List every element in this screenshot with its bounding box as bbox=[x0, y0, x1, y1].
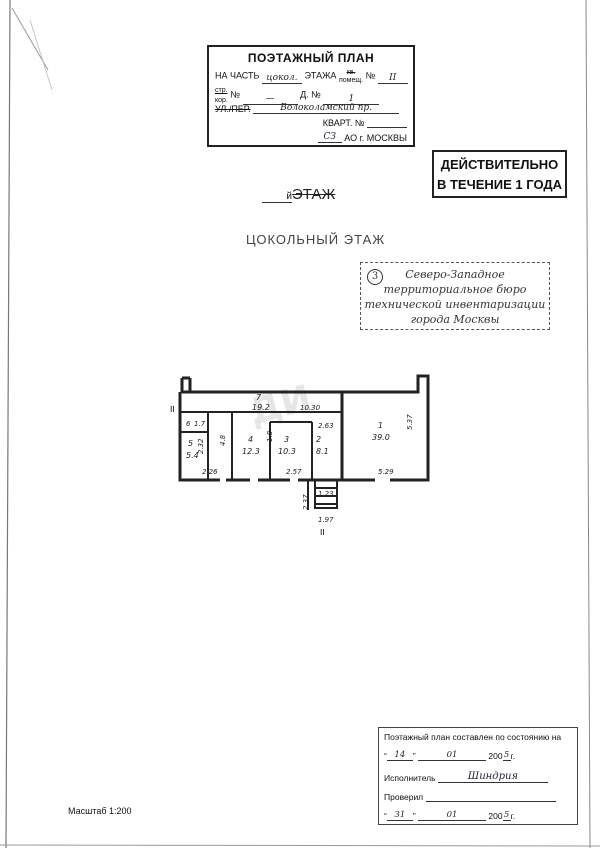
street-label: УЛ./ПЕР. bbox=[215, 104, 251, 114]
part-value: цокол. bbox=[261, 73, 302, 84]
room-5-num: 5 bbox=[188, 439, 193, 448]
dim-4-8: 4.8 bbox=[219, 434, 227, 446]
check-date-day: 31 bbox=[386, 810, 413, 821]
executor-label: Исполнитель bbox=[384, 773, 436, 783]
room-1-area: 39.0 bbox=[372, 433, 390, 442]
survey-info-box: Поэтажный план составлен по состоянию на… bbox=[378, 727, 578, 825]
survey-date-month: 01 bbox=[418, 750, 487, 761]
section-mark-bottom: II bbox=[320, 528, 325, 537]
executor-signature: Шиндрия bbox=[437, 772, 548, 783]
room-7-area: 19.2 bbox=[252, 403, 270, 412]
checked-label: Проверил bbox=[384, 792, 424, 802]
header-row-district: СЗ АО г. МОСКВЫ bbox=[215, 132, 407, 143]
check-date-row: “31” 01 2005г. bbox=[384, 810, 516, 821]
room-7-num: 7 bbox=[256, 393, 262, 402]
room-6-num: 6 bbox=[186, 420, 191, 428]
floor-plan-drawing: ДИ II bbox=[170, 374, 430, 537]
kv-pomesch-stack: кв. помещ. bbox=[339, 68, 363, 84]
header-row-street: УЛ./ПЕР. Волоколамский пр. bbox=[215, 103, 407, 114]
stamp-line-2: территориальное бюро bbox=[383, 283, 527, 296]
header-row-part: НА ЧАСТЬ цокол. ЭТАЖА кв. помещ. № II bbox=[215, 68, 408, 84]
floor-subtitle: ЦОКОЛЬНЫЙ ЭТАЖ bbox=[246, 232, 386, 247]
check-date-month: 01 bbox=[418, 810, 487, 821]
dim-5-29: 5.29 bbox=[378, 468, 394, 476]
room-4-num: 4 bbox=[248, 435, 253, 444]
section-mark-left: II bbox=[170, 405, 175, 414]
header-row-house: стр. кор. № — Д. № 1 bbox=[215, 85, 407, 105]
dim-2-63: 2.63 bbox=[318, 422, 334, 430]
room-3-num: 3 bbox=[284, 435, 289, 444]
scale-label: Масштаб 1:200 bbox=[68, 806, 132, 816]
check-date-year-prefix: 200 bbox=[488, 811, 503, 821]
survey-date-year-abbr: г. bbox=[510, 751, 516, 761]
floor-plan-header: ПОЭТАЖНЫЙ ПЛАН НА ЧАСТЬ цокол. ЭТАЖА кв.… bbox=[207, 45, 415, 147]
room-4-area: 12.3 bbox=[242, 447, 260, 456]
checked-signature-line bbox=[425, 801, 556, 802]
room-1-num: 1 bbox=[378, 421, 383, 430]
floor-title: йЭТАЖ bbox=[262, 186, 335, 203]
survey-date-year-prefix: 200 bbox=[488, 751, 503, 761]
stamp-number: 3 bbox=[367, 269, 383, 285]
dim-1-97: 1.97 bbox=[318, 516, 334, 524]
header-row-apartment: КВАРТ. № bbox=[215, 118, 407, 128]
room-3-area: 10.3 bbox=[278, 447, 296, 456]
str-number-sign: № bbox=[230, 89, 241, 100]
district-value: СЗ bbox=[317, 132, 342, 143]
survey-date-day: 14 bbox=[386, 750, 413, 761]
pomesch-label: помещ. bbox=[338, 77, 364, 84]
outer-walls bbox=[178, 374, 430, 482]
apartment-value bbox=[367, 127, 407, 128]
str-kor-stack: стр. кор. bbox=[215, 85, 228, 105]
checked-row: Проверил bbox=[384, 792, 572, 802]
number-sign: № bbox=[365, 70, 376, 81]
check-date-year-suffix: 5 bbox=[502, 810, 511, 821]
dim-1-8: 1.8 bbox=[266, 430, 274, 442]
bti-stamp: 3 Северо-Западное территориальное бюро т… bbox=[360, 262, 550, 330]
stamp-line-1: Северо-Западное bbox=[405, 268, 505, 281]
floor-label: ЭТАЖА bbox=[304, 70, 337, 81]
number-value: II bbox=[377, 73, 408, 84]
check-date-year-abbr: г. bbox=[510, 811, 516, 821]
stamp-line-3: технической инвентаризации bbox=[364, 298, 546, 311]
part-label: НА ЧАСТЬ bbox=[215, 70, 260, 81]
survey-date-year-suffix: 5 bbox=[502, 750, 511, 761]
header-title: ПОЭТАЖНЫЙ ПЛАН bbox=[247, 51, 375, 65]
dim-2-57: 2.57 bbox=[286, 468, 302, 476]
inner-walls bbox=[180, 411, 390, 510]
floor-label: ЭТАЖ bbox=[292, 186, 336, 203]
survey-date-row: “14” 01 2005г. bbox=[384, 750, 516, 761]
room-2-num: 2 bbox=[316, 435, 321, 444]
stamp-line-4: города Москвы bbox=[410, 313, 500, 326]
str-label: стр. bbox=[215, 87, 228, 94]
kv-label: кв. bbox=[346, 69, 356, 76]
dim-2-32: 2.32 bbox=[197, 438, 205, 454]
validity-stamp: ДЕЙСТВИТЕЛЬНО В ТЕЧЕНИЕ 1 ГОДА bbox=[432, 150, 567, 198]
dim-1-23: 1.23 bbox=[318, 490, 334, 498]
dimension-labels: 10.30 2.63 5.37 5.29 2.26 2.57 2.37 1.23… bbox=[197, 404, 414, 524]
floor-number-suffix: й bbox=[262, 191, 292, 203]
district-label: АО г. МОСКВЫ bbox=[344, 133, 407, 143]
validity-line-1: ДЕЙСТВИТЕЛЬНО bbox=[440, 157, 559, 172]
street-value: Волоколамский пр. bbox=[253, 103, 400, 114]
kor-label: кор. bbox=[215, 97, 228, 104]
dim-10-30: 10.30 bbox=[300, 404, 321, 412]
room-2-area: 8.1 bbox=[316, 447, 329, 456]
dim-2-26: 2.26 bbox=[202, 468, 218, 476]
dim-2-37: 2.37 bbox=[302, 494, 310, 510]
room-labels: 1 39.0 2 8.1 3 10.3 4 12.3 5 5.4 6 1.7 7… bbox=[186, 393, 390, 460]
house-label: Д. № bbox=[300, 89, 321, 100]
executor-row: Исполнитель Шиндрия bbox=[384, 772, 572, 783]
validity-line-2: В ТЕЧЕНИЕ 1 ГОДА bbox=[436, 177, 563, 192]
room-5-area: 5.4 bbox=[186, 451, 199, 460]
dim-5-37: 5.37 bbox=[406, 414, 414, 430]
apartment-label: КВАРТ. № bbox=[322, 118, 365, 128]
room-6-area: 1.7 bbox=[194, 420, 206, 428]
str-number-value: — bbox=[242, 94, 298, 105]
house-value: 1 bbox=[323, 94, 380, 105]
survey-date-label: Поэтажный план составлен по состоянию на bbox=[384, 732, 562, 742]
